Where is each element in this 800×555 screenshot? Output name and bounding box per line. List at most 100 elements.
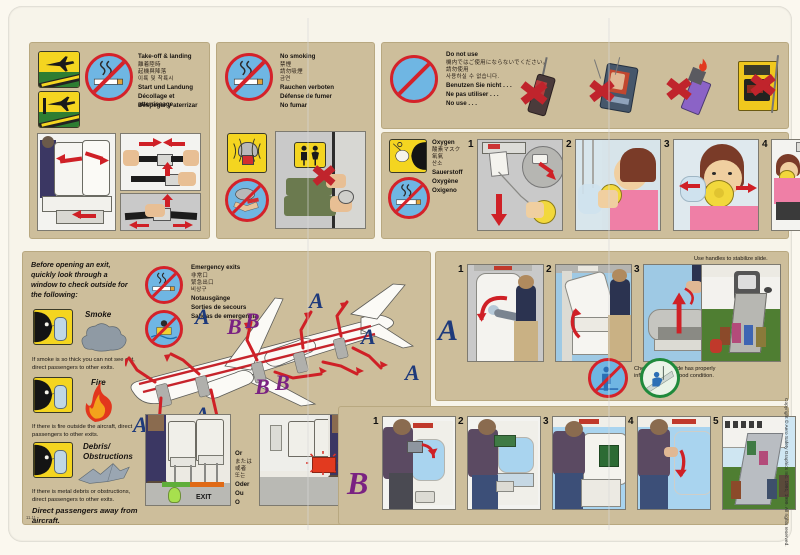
do-not-use-heading-en2: No use . . . bbox=[446, 100, 477, 107]
hazard-smoke-note: If smoke is so thick you can not see out… bbox=[32, 357, 135, 371]
no-smoking-icon bbox=[85, 53, 133, 101]
exit-B-step-5-number: 5 bbox=[713, 416, 719, 427]
cigarette-lighter-icon bbox=[664, 58, 720, 117]
hazard-fire-note: If there is fire outside the aircraft, d… bbox=[32, 424, 133, 438]
image-release-seatbelt bbox=[120, 193, 201, 231]
image-exit-B-step-4 bbox=[637, 416, 711, 510]
oxygen-step-4-number: 4 bbox=[762, 139, 768, 150]
oxygen-heading-ja: 酸素マスク bbox=[432, 147, 461, 153]
do-not-use-heading-ja: 機内ではご使用にならないでください。 bbox=[446, 60, 549, 66]
image-exit-A-step-4 bbox=[701, 264, 781, 362]
exit-label-B-1: B bbox=[227, 314, 242, 339]
panel-oxygen: Oxygen 酸素マスク 氧氣 산소 Sauerstoff Oxygène Ox… bbox=[381, 132, 800, 239]
do-not-use-heading-de: Benutzen Sie nicht . . . bbox=[446, 82, 512, 89]
center-fold-line bbox=[307, 18, 309, 530]
exit-B-step-1-number: 1 bbox=[373, 416, 379, 427]
floor-path-or-ja: または bbox=[235, 459, 253, 465]
exit-check-closing: Direct passengers away from aircraft. bbox=[32, 506, 138, 526]
takeoff-landing-heading-zh: 起機與降落 bbox=[138, 69, 167, 75]
center-fold-line-2 bbox=[608, 18, 610, 530]
no-smoking-icon-large bbox=[225, 53, 273, 101]
copyright-text: Copyright © Aero Safety Graphics Inc. 19… bbox=[783, 398, 788, 547]
hazard-fire-label: Fire bbox=[91, 378, 106, 387]
oxygen-heading-de: Sauerstoff bbox=[432, 169, 463, 176]
lavatory-sign-icon bbox=[294, 142, 326, 168]
mobile-phone-icon bbox=[516, 57, 568, 117]
emergency-exits-heading-de: Notausgänge bbox=[191, 295, 231, 302]
panel-no-smoking: No smoking 禁煙 請勿吸煙 금연 Rauchen verboten D… bbox=[216, 42, 375, 239]
oxygen-mask-icon bbox=[389, 139, 427, 173]
no-smoking-heading-es: No fumar bbox=[280, 102, 308, 109]
debris-icon bbox=[78, 463, 130, 484]
no-smoking-icon-oxygen bbox=[388, 177, 430, 219]
emergency-exits-heading: Emergency exits bbox=[191, 264, 241, 271]
image-exit-A-step-1 bbox=[467, 264, 544, 362]
window-debris-icon bbox=[33, 442, 73, 478]
panel-takeoff-landing: Take-off & landing 離着陸時 起機與降落 이륙 및 착륙시 S… bbox=[29, 42, 210, 239]
do-not-use-heading-fr: Ne pas utiliser . . . bbox=[446, 91, 499, 98]
image-oxygen-step-3 bbox=[673, 139, 759, 231]
image-oxygen-step-4 bbox=[771, 139, 800, 231]
exit-label-B-2: B bbox=[245, 308, 260, 333]
oxygen-step-3-number: 3 bbox=[664, 139, 670, 150]
takeoff-landing-heading-de: Start und Landung bbox=[138, 84, 193, 91]
aircraft-takeoff-icon bbox=[38, 51, 80, 88]
oxygen-heading-es: Oxigeno bbox=[432, 187, 457, 194]
exit-label-B-3: B bbox=[255, 374, 270, 399]
no-smoking-heading: No smoking bbox=[280, 53, 316, 60]
fire-flame-icon bbox=[85, 382, 112, 422]
hazard-smoke-label: Smoke bbox=[85, 310, 112, 319]
floor-path-or-zh: 或者 bbox=[235, 466, 247, 472]
panel-exit-check-and-diagram: Before opening an exit, quickly look thr… bbox=[22, 251, 431, 525]
oxygen-heading-zh: 氧氣 bbox=[432, 154, 444, 160]
emergency-exits-heading-ko: 비상구 bbox=[191, 287, 207, 293]
oxygen-heading-ko: 산소 bbox=[432, 161, 443, 167]
exit-label-A-3: A bbox=[361, 324, 376, 349]
exit-A-step-1-number: 1 bbox=[458, 264, 464, 275]
image-floor-proximity-lighting: EXIT bbox=[145, 414, 231, 506]
exit-A-group-label: A bbox=[438, 314, 459, 347]
aircraft-landing-icon bbox=[38, 91, 80, 128]
image-oxygen-step-1 bbox=[477, 139, 563, 231]
hazard-debris-label: Debris/ Obstructions bbox=[83, 442, 133, 461]
radio-transmitter-icon bbox=[730, 55, 786, 117]
prohibition-blank-icon bbox=[390, 55, 438, 103]
no-smoking-icon-exits bbox=[145, 266, 183, 304]
do-not-use-heading-zh: 請勿使用 bbox=[446, 67, 469, 73]
print-code: 11.11 bbox=[26, 515, 36, 520]
aircraft-exit-diagram bbox=[125, 283, 415, 450]
image-exit-B-step-2 bbox=[467, 416, 541, 510]
takeoff-landing-heading: Take-off & landing bbox=[138, 53, 192, 60]
exit-B-group-label: B bbox=[347, 465, 369, 501]
floor-path-or-de: Oder bbox=[235, 481, 250, 488]
exit-check-intro: Before opening an exit, quickly look thr… bbox=[31, 260, 128, 299]
image-exit-B-step-3 bbox=[552, 416, 626, 510]
no-smoking-heading-zh: 請勿吸煙 bbox=[280, 69, 303, 75]
floor-path-or-fr: Ou bbox=[235, 490, 244, 497]
exit-label-A-6: A bbox=[405, 360, 420, 385]
window-smoke-icon bbox=[33, 309, 73, 345]
window-fire-icon bbox=[33, 377, 73, 413]
jump-and-slide-icon bbox=[640, 358, 680, 398]
image-fasten-seatbelt bbox=[120, 133, 201, 191]
exit-label-A-2: A bbox=[309, 288, 324, 313]
image-exit-B-step-5 bbox=[722, 416, 796, 510]
emergency-exits-heading-es: Salidas de emergencia bbox=[191, 313, 258, 320]
do-not-use-heading-ko: 사용하실 수 없습니다. bbox=[446, 74, 500, 80]
image-exit-A-step-2 bbox=[555, 264, 632, 362]
no-smoking-heading-fr: Défense de fumer bbox=[280, 93, 332, 100]
no-smoking-heading-de: Rauchen verboten bbox=[280, 84, 334, 91]
exit-B-step-4-number: 4 bbox=[628, 416, 634, 427]
no-smoking-heading-ja: 禁煙 bbox=[280, 62, 292, 68]
oxygen-step-1-number: 1 bbox=[468, 139, 474, 150]
floor-path-or-ko: 또는 bbox=[235, 473, 246, 479]
takeoff-landing-heading-es: Despegar y aterrizar bbox=[138, 102, 198, 109]
floor-path-or-en: Or bbox=[235, 450, 243, 457]
oxygen-step-2-number: 2 bbox=[566, 139, 572, 150]
exit-A-caption-handles: Use handles to stabilize slide. bbox=[694, 256, 768, 262]
emergency-exits-heading-ja: 非常口 bbox=[191, 273, 209, 279]
takeoff-landing-heading-ja: 離着陸時 bbox=[138, 62, 161, 68]
hazard-debris-note: If there is metal debris or obstructions… bbox=[32, 489, 131, 503]
no-life-vest-inflation-inside-icon bbox=[145, 310, 183, 348]
